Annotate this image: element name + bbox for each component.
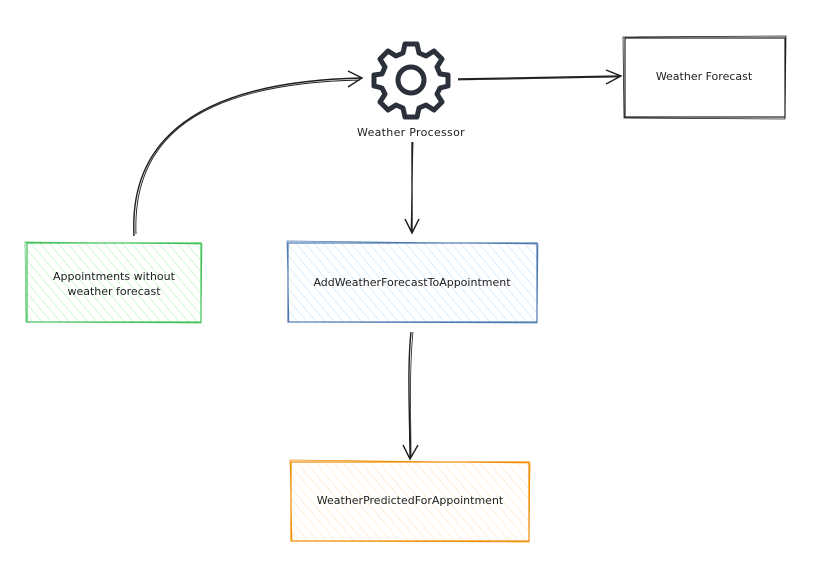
arrow-appointments-to-processor [133, 70, 364, 237]
predicted-label: WeatherPredictedForAppointment [317, 494, 504, 507]
predicted-node[interactable]: WeatherPredictedForAppointment [289, 459, 531, 543]
add-forecast-node[interactable]: AddWeatherForecastToAppointment [286, 240, 539, 324]
appointments-label-line-1: Appointments without [53, 270, 176, 283]
forecast-node[interactable]: Weather Forecast [622, 35, 787, 120]
arrow-processor-to-add-forecast [404, 141, 420, 235]
arrow-processor-to-forecast [457, 69, 623, 85]
forecast-label: Weather Forecast [656, 70, 753, 83]
appointments-label-line-2: weather forecast [67, 285, 161, 298]
gear-icon [371, 41, 451, 120]
arrow-add-forecast-to-predicted [402, 331, 419, 461]
processor-label: Weather Processor [357, 126, 465, 139]
add-forecast-label: AddWeatherForecastToAppointment [313, 276, 511, 289]
appointments-node[interactable]: Appointments without weather forecast [24, 241, 203, 324]
